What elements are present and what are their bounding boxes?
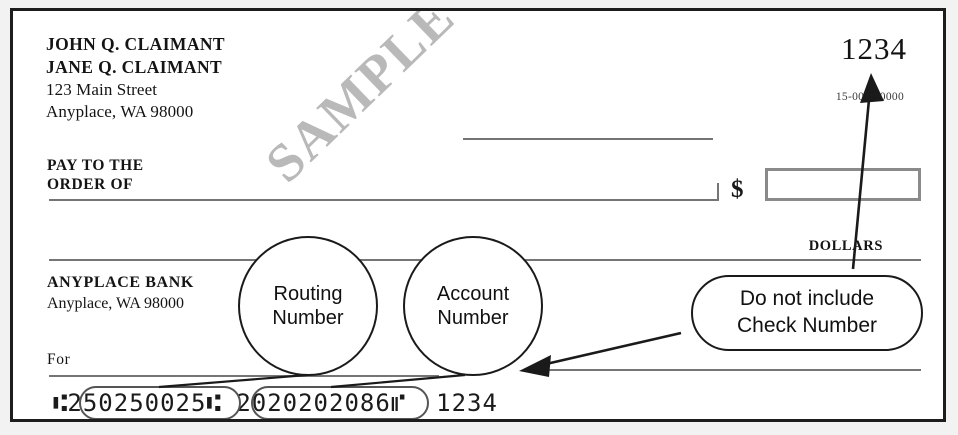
account-annotation-line-2: Number bbox=[437, 307, 509, 329]
routing-number-highlight-oval bbox=[79, 386, 241, 419]
callout-line-2: Check Number bbox=[736, 314, 878, 337]
pay-to-order-label: PAY TO THE ORDER OF bbox=[47, 157, 144, 195]
bank-city: Anyplace, WA 98000 bbox=[47, 295, 185, 312]
payer-address-line-1: 123 Main Street bbox=[46, 79, 158, 99]
account-number-annotation-circle: Account Number bbox=[403, 236, 543, 376]
callout-to-micr-arrowhead bbox=[519, 355, 551, 377]
account-annotation-line-1: Account bbox=[436, 282, 510, 305]
currency-symbol: $ bbox=[731, 176, 745, 203]
routing-annotation-line-1: Routing bbox=[273, 282, 343, 305]
fractional-routing-code: 15-0000/0000 bbox=[835, 91, 904, 103]
check-image: JOHN Q. CLAIMANT JANE Q. CLAIMANT 123 Ma… bbox=[10, 8, 946, 422]
payee-line bbox=[49, 199, 719, 201]
amount-box bbox=[765, 168, 921, 201]
pay-to-order-label-line-1: PAY TO THE bbox=[47, 157, 144, 174]
date-line bbox=[463, 138, 713, 140]
micr-check-number: 1234 bbox=[436, 389, 498, 417]
payer-block: JOHN Q. CLAIMANT JANE Q. CLAIMANT 123 Ma… bbox=[46, 33, 225, 123]
sample-watermark: SAMPLE bbox=[254, 8, 467, 194]
micr-transit-symbol-left: ⑆ bbox=[53, 389, 68, 417]
callout-line-1: Do not include bbox=[739, 287, 875, 311]
pay-to-order-label-line-2: ORDER OF bbox=[47, 175, 134, 193]
payer-name-line-2: JANE Q. CLAIMANT bbox=[46, 56, 223, 77]
routing-annotation-line-2: Number bbox=[272, 307, 344, 329]
bank-name: ANYPLACE BANK bbox=[47, 274, 194, 291]
memo-line bbox=[49, 375, 439, 377]
signature-line bbox=[533, 369, 921, 371]
payee-line-end-tick bbox=[717, 183, 719, 201]
callout-to-micr-arrow-shaft bbox=[532, 331, 682, 369]
account-number-highlight-oval bbox=[251, 386, 429, 419]
payer-address-line-2: Anyplace, WA 98000 bbox=[46, 101, 194, 121]
check-number-warning-callout: Do not include Check Number bbox=[691, 275, 923, 351]
routing-number-annotation-circle: Routing Number bbox=[238, 236, 378, 376]
check-number: 1234 bbox=[841, 31, 907, 66]
dollars-label: DOLLARS bbox=[808, 238, 883, 254]
memo-label: For bbox=[47, 351, 71, 368]
payer-name-line-1: JOHN Q. CLAIMANT bbox=[46, 34, 225, 54]
